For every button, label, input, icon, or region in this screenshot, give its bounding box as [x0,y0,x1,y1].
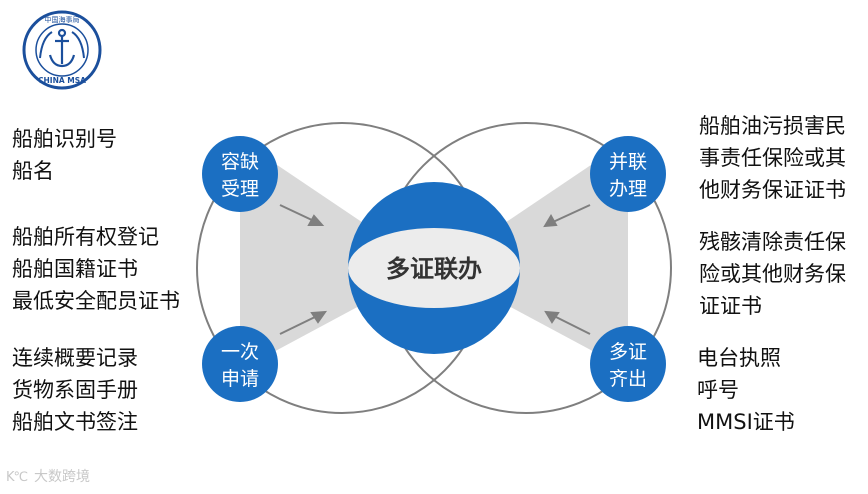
list-item: 最低安全配员证书 [12,289,180,313]
list-item: 呼号 [697,378,739,402]
list-item: 船舶识别号 [12,127,117,151]
china-msa-logo: 中国海事局 CHINA MSA [22,10,102,90]
center-label: 多证联办 [386,255,482,283]
node-top-left: 容缺 受理 [202,136,278,212]
list-item: 连续概要记录 [12,346,138,370]
arrow-top-right [552,204,591,223]
left-gray-wedge [240,140,430,370]
center-ellipse [348,228,520,308]
left-list-identity: 船舶识别号 船名 [12,123,117,187]
node-bottom-right: 多证 齐出 [590,326,666,402]
list-item: 证证书 [699,294,762,318]
logo-top-text: 中国海事局 [45,15,80,24]
node-top-right-line2: 办理 [609,178,647,200]
node-top-left-line1: 容缺 [221,151,259,173]
list-item: 事责任保险或其 [699,146,846,170]
node-top-right-line1: 并联 [609,151,647,173]
right-list-oil-pollution: 船舶油污损害民 事责任保险或其 他财务保证证书 [699,110,846,206]
logo-bottom-text: CHINA MSA [38,76,86,85]
list-item: 船舶油污损害民 [699,114,846,138]
right-list-radio: 电台执照 呼号 MMSI证书 [697,342,795,438]
arrow-top-left [279,204,315,222]
arrows [279,204,591,335]
right-gray-wedge [438,140,628,370]
node-bottom-right-line1: 多证 [609,341,647,363]
watermark: K℃ 大数跨境 [6,466,90,486]
left-list-registration: 船舶所有权登记 船舶国籍证书 最低安全配员证书 [12,221,180,317]
list-item: 他财务保证证书 [699,178,846,202]
node-top-left-line2: 受理 [221,178,259,200]
list-item: 货物系固手册 [12,378,138,402]
list-item: 险或其他财务保 [699,262,846,286]
arrow-bottom-left [279,315,318,335]
watermark-text: 大数跨境 [34,469,90,485]
node-bottom-right-line2: 齐出 [609,368,647,390]
list-item: 电台执照 [697,346,781,370]
list-item: 残骸清除责任保 [699,230,846,254]
anchor-icon [48,28,76,68]
list-item: 船舶所有权登记 [12,225,159,249]
node-top-right: 并联 办理 [590,136,666,212]
list-item: 船舶国籍证书 [12,257,138,281]
watermark-logo-icon: K℃ [6,470,28,485]
arrow-bottom-right [553,315,591,335]
list-item: MMSI证书 [697,410,795,434]
node-bottom-left-line2: 申请 [221,368,259,390]
left-list-records: 连续概要记录 货物系固手册 船舶文书签注 [12,342,138,438]
node-bottom-left: 一次 申请 [202,326,278,402]
list-item: 船名 [12,159,54,183]
node-bottom-left-line1: 一次 [221,341,259,363]
list-item: 船舶文书签注 [12,410,138,434]
right-list-wreck-removal: 残骸清除责任保 险或其他财务保 证证书 [699,226,846,322]
